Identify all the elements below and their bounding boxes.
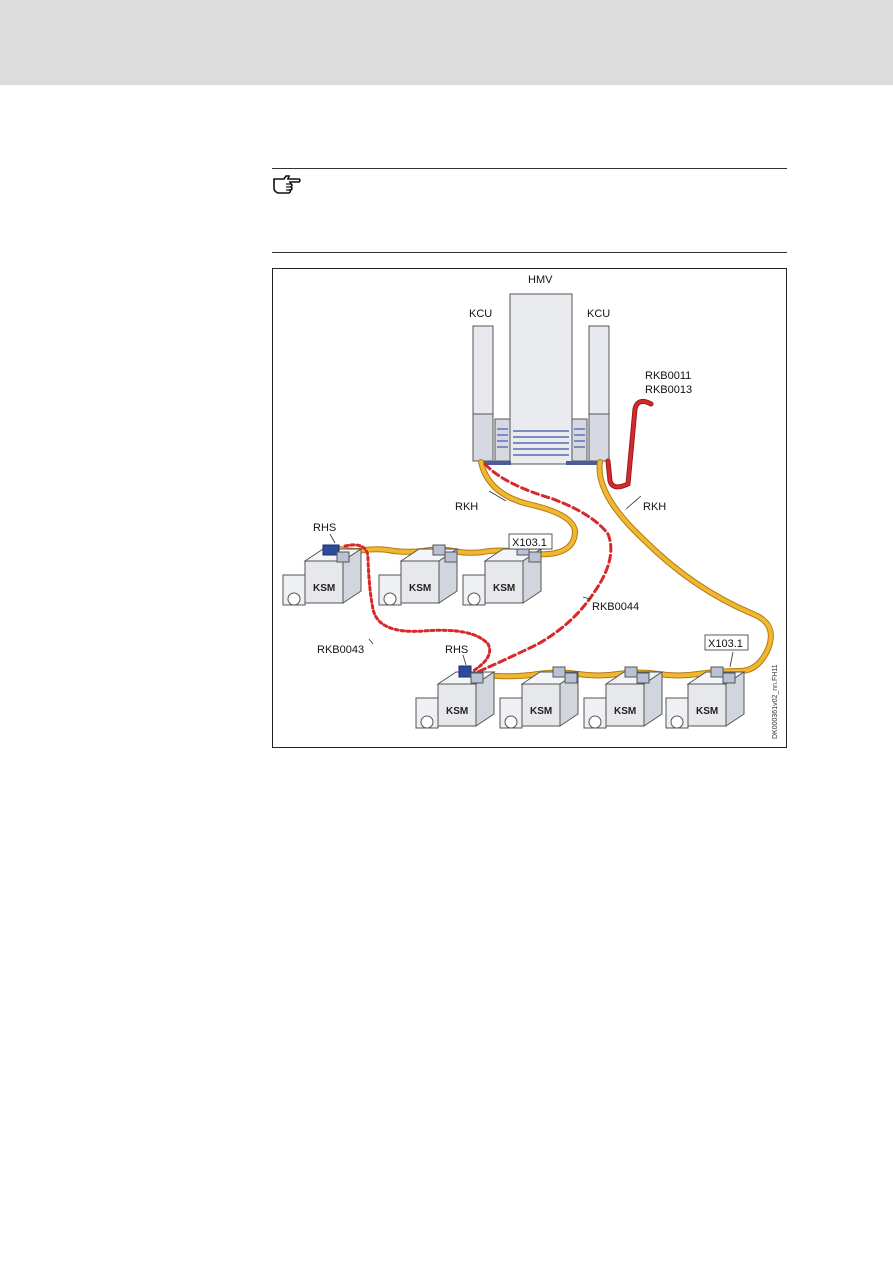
ksm-label: KSM [614,706,636,717]
rhs-top-label: RHS [313,522,336,534]
motor-row-1: KSM KSM KSM [282,544,543,606]
wiring-diagram: KSM KSM KSM [272,268,787,748]
ksm-motor-6: KSM [583,666,664,729]
ksm-label: KSM [696,706,718,717]
x103-top-box [508,533,553,550]
x103-top-label: X103.1 [512,537,547,549]
rkh-left-label: RKH [455,501,478,513]
ksm-motor-1: KSM [282,544,363,606]
x103-bottom-box [704,634,749,651]
kcu-right-unit [588,325,610,462]
rkb0043-label: RKB0043 [317,644,364,656]
ksm-label: KSM [446,706,468,717]
hmv-unit [494,293,588,465]
kcu-left-label: KCU [469,308,492,320]
ksm-motor-5: KSM [499,666,580,729]
ksm-motor-2: KSM [378,544,459,606]
pointing-hand-icon [273,175,301,194]
header-band [0,0,893,85]
hmv-label: HMV [528,274,553,286]
rkh-right-label: RKH [643,501,666,513]
rkb0043-cable [343,543,492,673]
rkb0044-label: RKB0044 [592,601,639,613]
ksm-label: KSM [493,583,515,594]
kcu-left-unit [472,325,494,462]
rkh-cable [338,460,773,679]
note-bottom-rule [272,252,787,253]
rhs-bottom-label: RHS [445,644,468,656]
motor-row-2: KSM KSM KSM [415,665,746,729]
connector-right [566,461,598,465]
ksm-label: KSM [530,706,552,717]
drawing-code: DK000361v02_nn.FH11 [772,664,779,739]
rkb0013-label: RKB0013 [645,384,692,396]
ksm-label: KSM [313,583,335,594]
note-top-rule [272,168,787,169]
x103-bottom-label: X103.1 [708,638,743,650]
ksm-motor-4: KSM [415,665,496,729]
rkb0011-label: RKB0011 [645,370,691,382]
connector-left [479,461,511,465]
ksm-label: KSM [409,583,431,594]
ksm-motor-7: KSM [665,666,746,729]
kcu-right-label: KCU [587,308,610,320]
rkb0044-cable [471,462,613,676]
ksm-motor-3: KSM [462,544,543,606]
rkb0011-cable-core [606,399,653,489]
